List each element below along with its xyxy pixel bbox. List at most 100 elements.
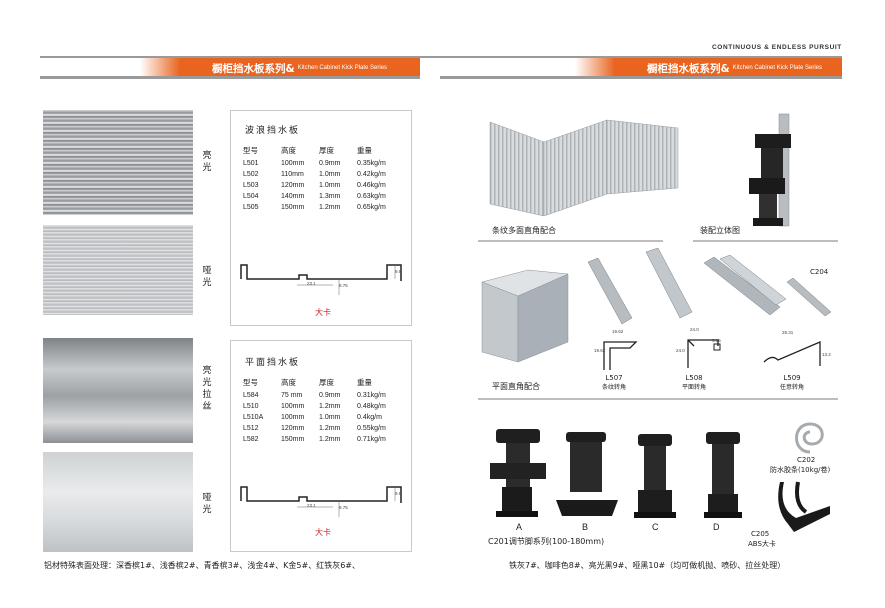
l507-dim-1: 19.62	[612, 329, 624, 334]
cell: 0.42kg/m	[357, 171, 386, 178]
matte-wave-panel-image	[43, 225, 193, 315]
matte-label-2: 哑光	[202, 493, 212, 515]
cell: 120mm	[281, 182, 305, 189]
flat-spec-title: 平面挡水板	[245, 358, 301, 368]
foot-letter-b: B	[582, 522, 589, 532]
matte-label-1: 哑光	[202, 266, 212, 288]
cell: 1.0mm	[319, 414, 341, 421]
cell: L501	[243, 160, 259, 167]
c202-name: 防水胶条(10kg/卷)	[770, 466, 831, 474]
right-banner: 橱柜挡水板系列& Kitchen Cabinet Kick Plate Seri…	[575, 58, 842, 78]
assembly-caption: 装配立体图	[700, 226, 740, 235]
l507-profile-image	[587, 258, 633, 325]
l508-section	[687, 339, 721, 368]
cell: 1.0mm	[319, 182, 341, 189]
left-banner-title-en: Kitchen Cabinet Kick Plate Series	[297, 65, 388, 71]
cell: 75 mm	[281, 392, 303, 399]
brushed-label: 亮光拉丝	[202, 366, 212, 412]
foot-d-image	[704, 432, 742, 518]
l508-code: L508	[685, 374, 703, 382]
l509-name: 任意转角	[780, 384, 805, 391]
foot-b-image	[556, 432, 618, 516]
cell: 0.31kg/m	[357, 392, 386, 399]
col-weight: 重量	[357, 146, 372, 155]
c205-code: C205	[751, 530, 770, 538]
cell: 120mm	[281, 425, 305, 432]
cell: L504	[243, 193, 259, 200]
col-height: 高度	[281, 146, 296, 155]
col-weight: 重量	[357, 378, 372, 387]
l508-caption: L508 平面转角	[682, 374, 706, 391]
table-row: L512 120mm 1.2mm 0.55kg/m	[243, 423, 402, 434]
cell: 1.0mm	[319, 171, 341, 178]
left-banner-title-zh: 橱柜挡水板系列&	[212, 62, 295, 75]
cell: L510A	[243, 414, 264, 421]
foot-letter-a: A	[516, 522, 523, 532]
table-row: L510A 100mm 1.0mm 0.4kg/m	[243, 412, 402, 423]
foot-letter-d: D	[713, 522, 720, 532]
cell: 1.2mm	[319, 425, 341, 432]
l508-dim-2: 24.0	[676, 348, 685, 353]
left-banner-base	[40, 76, 420, 79]
cell: 100mm	[281, 403, 305, 410]
cell: L512	[243, 425, 259, 432]
glossy-label: 亮光	[202, 151, 212, 173]
wave-dim-right: 9.8	[395, 269, 402, 274]
flat-corner-image	[481, 269, 569, 363]
wave-profile-drawing	[240, 264, 402, 295]
flat-dim-mid: 8.75	[339, 505, 348, 510]
cell: 0.71kg/m	[357, 436, 386, 443]
cell: 100mm	[281, 160, 305, 167]
glossy-wave-panel-image	[43, 110, 193, 215]
c202-image	[795, 422, 824, 454]
header-rule	[40, 56, 842, 58]
cell: 110mm	[281, 171, 304, 178]
cell: 150mm	[281, 436, 305, 443]
cell: L502	[243, 171, 259, 178]
l509-dim-1: 29.31	[782, 330, 794, 335]
wave-dim-width: 23.1	[307, 281, 316, 286]
right-banner-base	[440, 76, 842, 79]
cell: 1.2mm	[319, 403, 341, 410]
foot-c-image	[634, 434, 676, 518]
striped-corner-caption: 条纹多面直角配合	[492, 226, 556, 235]
l509-code: L509	[783, 374, 801, 382]
l508-dim-3: 5.95	[712, 338, 721, 343]
cell: 140mm	[281, 193, 305, 200]
flat-clip-label: 大卡	[315, 528, 331, 537]
striped-corner-image	[489, 119, 679, 217]
right-banner-title-en: Kitchen Cabinet Kick Plate Series	[732, 65, 823, 71]
tagline: CONTINUOUS & ENDLESS PURSUIT	[712, 44, 842, 51]
l509-profile-image	[703, 255, 787, 316]
c204-image	[786, 278, 832, 317]
cell: 0.55kg/m	[357, 425, 386, 432]
col-thickness: 厚度	[319, 378, 334, 387]
l508-profile-image	[645, 248, 693, 319]
right-footer-note: 铁灰7#、咖啡色8#、亮光黑9#、哑黑10#（均可做机抛、喷砂、拉丝处理）	[509, 561, 786, 570]
wave-spec-title: 波浪挡水板	[245, 126, 301, 136]
l507-caption: L507 条纹转角	[602, 374, 626, 391]
foot-letter-c: C	[652, 522, 659, 532]
c204-label: C204	[810, 268, 829, 276]
cell: 100mm	[281, 414, 305, 421]
cell: 0.48kg/m	[357, 403, 386, 410]
l507-dim-2: 19.62	[594, 348, 606, 353]
flat-dim-width: 23.1	[307, 503, 316, 508]
flat-corner-caption: 平面直角配合	[492, 382, 540, 391]
flat-profile-drawing	[240, 486, 402, 517]
right-banner-title-zh: 橱柜挡水板系列&	[647, 62, 730, 75]
l509-caption: L509 任意转角	[780, 374, 804, 391]
c205-name: ABS大卡	[748, 540, 776, 548]
left-footer-note: 铝材特殊表面处理：深香槟1#、浅香槟2#、青香槟3#、浅金4#、K金5#、红铁灰…	[44, 561, 361, 570]
col-model: 型号	[243, 146, 258, 155]
divider-2	[478, 398, 838, 400]
cell: 0.4kg/m	[357, 414, 382, 421]
l508-name: 平面转角	[682, 384, 707, 391]
col-thickness: 厚度	[319, 146, 334, 155]
